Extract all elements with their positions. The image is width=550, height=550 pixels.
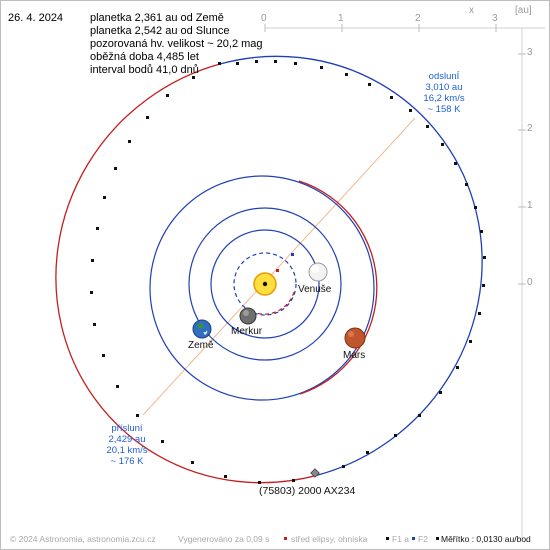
legend-f1-marker — [386, 537, 389, 540]
perihelion-title: přísluní — [111, 423, 143, 434]
mercury-orbit-red — [255, 291, 295, 315]
aphelion-distance: 3,010 au — [425, 82, 463, 93]
y-tick-2: 2 — [527, 123, 533, 134]
info-period: oběžná doba 4,485 let — [90, 51, 199, 63]
footer-legend-center: střed elipsy, ohniska — [291, 534, 368, 544]
apsis-line — [142, 117, 416, 416]
footer-copyright: © 2024 Astronomia, astronomia.zcu.cz — [10, 534, 156, 544]
footer-legend-f2: F2 — [418, 534, 428, 544]
info-distance-sun: planetka 2,542 au od Slunce — [90, 25, 230, 37]
legend-f2-marker — [412, 537, 415, 540]
axis-unit: [au] — [515, 5, 532, 16]
earth-icon — [192, 319, 212, 339]
asteroid-label: (75803) 2000 AX234 — [259, 485, 356, 497]
aphelion-label: odslunÍ 3,010 au 16,2 km/s ~ 158 K — [416, 71, 472, 115]
footer-legend-f1: F1 a — [392, 534, 410, 544]
earth-label: Země — [188, 340, 214, 351]
info-interval: interval bodů 41,0 dnů — [90, 64, 199, 76]
x-tick-1: 1 — [338, 13, 344, 24]
x-axis-letter: x — [469, 5, 474, 16]
asteroid-orbit-blue — [219, 55, 483, 476]
venus-label: Venuše — [298, 284, 332, 295]
asteroid-orbit-red — [55, 63, 319, 484]
venus-orbit — [210, 229, 320, 339]
mars-label: Mars — [343, 350, 366, 361]
mars-icon — [344, 327, 366, 349]
legend-scale-marker — [436, 537, 439, 540]
mercury-label: Merkur — [231, 326, 263, 337]
venus-icon — [308, 262, 328, 282]
aphelion-title: odslunÍ — [428, 71, 460, 82]
y-tick-0: 0 — [527, 277, 533, 288]
axis-top — [264, 24, 545, 32]
sun-icon — [253, 272, 277, 296]
orbit-point-markers — [90, 60, 486, 484]
x-tick-2: 2 — [415, 13, 421, 24]
earth-orbit — [188, 207, 342, 361]
perihelion-label: přísluní 2,429 au 20,1 km/s ~ 176 K — [99, 423, 155, 467]
x-tick-0: 0 — [261, 13, 267, 24]
y-tick-1: 1 — [527, 200, 533, 211]
footer-scale: Měřítko : 0,0130 au/bod — [441, 534, 531, 544]
mercury-orbit — [233, 252, 297, 316]
info-magnitude: pozorovaná hv. velikost ~ 20,2 mag — [90, 38, 263, 50]
aphelion-temperature: ~ 158 K — [427, 104, 461, 115]
aphelion-speed: 16,2 km/s — [423, 93, 465, 104]
mars-orbit-red — [298, 180, 378, 395]
perihelion-speed: 20,1 km/s — [106, 445, 148, 456]
x-tick-3: 3 — [492, 13, 498, 24]
y-tick-3: 3 — [527, 47, 533, 58]
mercury-icon — [239, 307, 257, 325]
footer-generated: Vygenerováno za 0,09 s — [178, 534, 270, 544]
date-label: 26. 4. 2024 — [8, 12, 64, 24]
ellipse-center-markers — [276, 253, 294, 272]
info-distance-earth: planetka 2,361 au od Země — [90, 12, 224, 24]
asteroid-icon — [310, 468, 320, 478]
axis-right — [518, 28, 526, 540]
mars-orbit-blue — [149, 175, 375, 401]
legend-center-marker — [284, 537, 287, 540]
perihelion-temperature: ~ 176 K — [110, 456, 144, 467]
perihelion-distance: 2,429 au — [108, 434, 146, 445]
